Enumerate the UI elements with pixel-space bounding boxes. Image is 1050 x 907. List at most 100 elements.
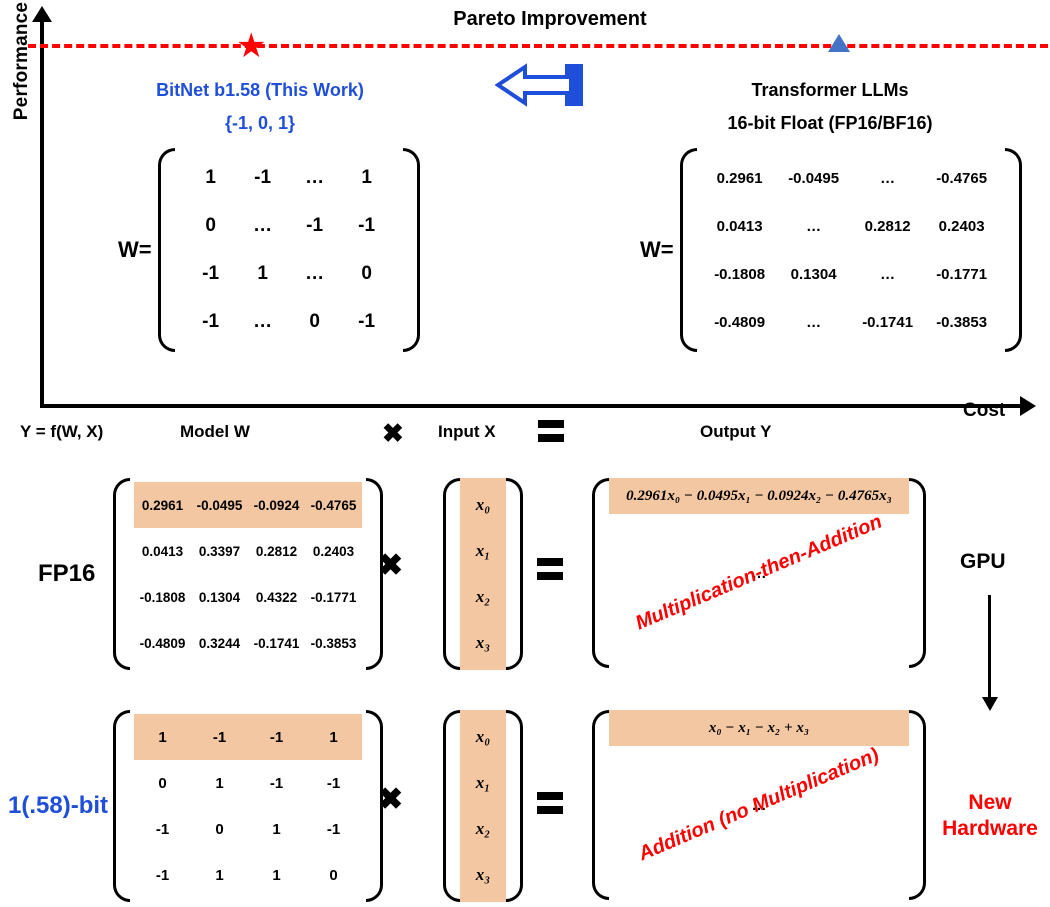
matrix-cell: -1 <box>202 263 220 284</box>
matrix-bracket-left <box>157 148 175 352</box>
formula-label: Y = f(W, X) <box>20 422 104 441</box>
output-content: 0.2961x₀ − 0.0495x₁ − 0.0924x₂ − 0.4765x… <box>609 478 909 668</box>
x-axis-line <box>40 404 1025 408</box>
matrix-cell: -0.1741 <box>253 635 300 651</box>
matrix-cell: -1 <box>155 820 170 838</box>
vector-cell: x₁ <box>475 773 491 792</box>
pareto-dashed-line <box>28 44 1048 48</box>
matrix-cell: -0.1771 <box>310 589 357 605</box>
matrix-cell: 0 <box>215 820 224 838</box>
x-axis-label: Cost <box>963 400 1006 421</box>
bitnet-model-name: BitNet b1.58 (This Work) <box>156 80 364 100</box>
output-bracket-right <box>909 710 926 900</box>
matrix-cell: -1 <box>155 866 170 884</box>
matrix-cell: 0.1304 <box>198 589 241 605</box>
matrix-cell: -1 <box>326 820 341 838</box>
matrix-cell: 0.1304 <box>790 265 837 283</box>
output-first-row: x₀ − x₁ − x₂ + x₃ <box>609 710 909 746</box>
matrix-cell: -1 <box>202 311 220 332</box>
matrix-bracket-left <box>679 148 697 352</box>
matrix-cell: -1 <box>191 714 248 760</box>
matrix-cell: … <box>305 263 325 284</box>
vector-cell: x₁ <box>475 541 491 560</box>
ternary-output-vector: x₀ − x₁ − x₂ + x₃ … Addition (no Multipl… <box>592 710 926 900</box>
multiply-icon: ✖ <box>378 549 404 582</box>
pareto-title: Pareto Improvement <box>453 8 647 30</box>
equals-icon <box>537 792 563 814</box>
fp16-output-vector: 0.2961x₀ − 0.0495x₁ − 0.0924x₂ − 0.4765x… <box>592 478 926 668</box>
vector-cells: x₀ x₁ x₂ x₃ <box>460 478 506 670</box>
matrix-cell: 1 <box>215 866 224 884</box>
input-x-header: Input X <box>438 422 496 441</box>
vector-bracket-right <box>506 478 523 670</box>
matrix-cell: 0.2812 <box>864 217 911 235</box>
matrix-cell: 0.2403 <box>938 217 985 235</box>
matrix-cell: 1 <box>272 820 281 838</box>
matrix-bracket-right <box>1004 148 1022 352</box>
pareto-chart-panel: Performance Cost ★ Pareto Improvement Bi… <box>0 0 1050 421</box>
output-first-row: 0.2961x₀ − 0.0495x₁ − 0.0924x₂ − 0.4765x… <box>609 478 909 514</box>
matrix-cell: 0.2403 <box>312 543 355 559</box>
matrix-cell: -1 <box>358 215 376 236</box>
model-w-header: Model W <box>180 422 250 441</box>
matrix-cell: … <box>253 215 273 236</box>
row-label-bitnet: 1(.58)-bit <box>8 792 109 819</box>
x-axis-arrowhead-icon <box>1020 396 1036 416</box>
gpu-label: GPU <box>960 550 1006 573</box>
matrix-cell: -1 <box>248 714 305 760</box>
output-bracket-left <box>592 478 609 668</box>
matrix-cell: … <box>880 265 896 283</box>
matrix-cell: 0 <box>309 311 320 332</box>
matrix-cell: -0.0924 <box>248 482 305 528</box>
matrix-cell: 1 <box>272 866 281 884</box>
matrix-cell: -1 <box>326 774 341 792</box>
vector-cell: x₃ <box>475 633 491 652</box>
multiply-icon: ✖ <box>382 418 404 448</box>
matrix-cell: … <box>253 311 273 332</box>
bitnet-weight-set: {-1, 0, 1} <box>224 113 296 133</box>
matrix-cell: 1 <box>361 167 372 188</box>
matrix-bracket-left <box>113 710 130 902</box>
matrix-cell: 0.2961 <box>716 169 763 187</box>
down-arrow-shaft-icon <box>988 595 991 700</box>
matrix-cell: -0.1741 <box>862 313 914 331</box>
new-hardware-line: New <box>968 791 1012 814</box>
y-axis-label: Performance <box>11 1 32 121</box>
matrix-bracket-left <box>113 478 130 670</box>
matrix-cell: 1 <box>205 167 216 188</box>
transformer-precision: 16-bit Float (FP16/BF16) <box>727 113 933 133</box>
y-axis-arrowhead-icon <box>32 6 52 22</box>
matrix-cell: -0.4809 <box>139 635 186 651</box>
vector-cell: x₀ <box>475 495 491 514</box>
output-bracket-right <box>909 478 926 668</box>
matrix-cell: 1 <box>215 774 224 792</box>
matrix-cell: -0.1808 <box>714 265 766 283</box>
matrix-cell: -0.4809 <box>714 313 766 331</box>
vector-cell: x₂ <box>475 587 491 606</box>
matrix-cell: 0.3244 <box>198 635 241 651</box>
matrix-label-w: W= <box>118 237 152 262</box>
output-y-header: Output Y <box>700 422 772 441</box>
down-arrow-head-icon <box>982 697 998 711</box>
matrix-cell: -0.4765 <box>305 482 362 528</box>
matrix-cell: 0.3397 <box>198 543 241 559</box>
multiply-icon: ✖ <box>378 783 404 816</box>
matrix-cell: … <box>806 313 822 331</box>
output-ellipsis: … <box>751 564 767 582</box>
equals-icon <box>538 420 564 442</box>
matrix-cell: 1 <box>257 263 268 284</box>
matrix-cell: -0.3853 <box>936 313 988 331</box>
matrix-cell: -1 <box>306 215 324 236</box>
vector-bracket-left <box>443 710 460 902</box>
matrix-cell: -1 <box>358 311 376 332</box>
matrix-cell: 0.0413 <box>716 217 763 235</box>
matrix-cell: 0 <box>329 866 338 884</box>
